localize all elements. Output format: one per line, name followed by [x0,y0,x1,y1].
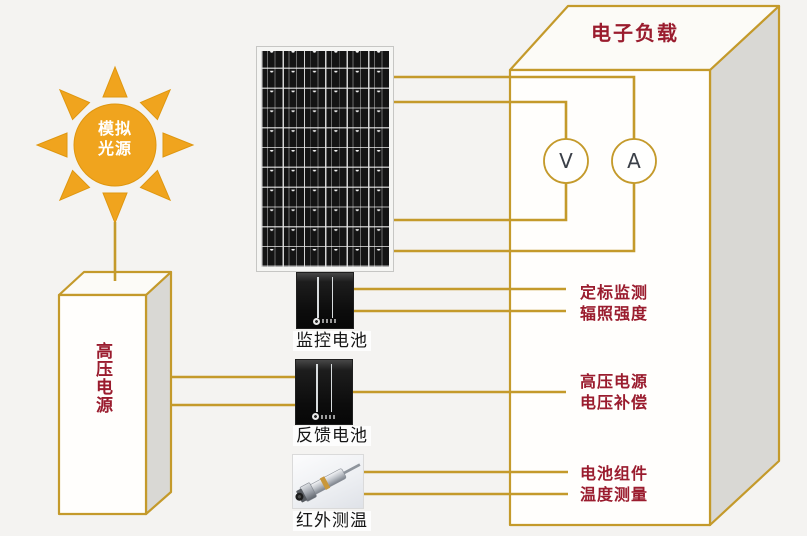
annotation-line: 电压补偿 [579,393,648,412]
annotation-calibration: 定标监测 辐照强度 [577,282,651,324]
electronic-load-label: 电子负载 [591,21,679,45]
cell-logo [313,317,337,325]
annotation-line: 电池组件 [579,464,648,483]
cell-busbar [317,276,319,318]
ammeter-letter: A [627,149,641,173]
ir-thermometer-caption: 红外测温 [293,511,371,531]
wire-panel-to-ammeter [392,75,636,139]
ir-sensor-icon [295,463,361,503]
annotation-line: 高压电源 [579,372,648,391]
voltmeter-letter: V [559,149,573,173]
wire-voltmeter-to-panel [392,183,568,222]
cell-logo [312,413,336,421]
ir-thermometer-photo [292,454,364,509]
electronic-load-box [508,4,781,527]
light-source-line2: 光源 [97,139,132,158]
annotation-line: 温度测量 [579,485,648,504]
light-source-label: 模拟 光源 [85,119,145,159]
annotation-line: 定标监测 [579,283,648,302]
solar-panel-cells [261,51,389,267]
annotation-line: 辐照强度 [579,304,648,323]
wire-panel-to-voltmeter [392,100,568,139]
feedback-cell-caption: 反馈电池 [293,426,371,446]
annotation-temperature: 电池组件 温度测量 [577,463,651,505]
voltmeter-circle [543,138,589,184]
cell-busbar [316,364,318,412]
solar-panel [256,46,394,272]
feedback-cell-photo [295,359,353,425]
annotation-hv-compensation: 高压电源 电压补偿 [577,371,651,413]
hv-supply-label: 高压电源 [92,342,112,414]
light-source-line1: 模拟 [97,119,132,138]
cell-busbar [330,364,333,412]
ammeter-circle [611,138,657,184]
wire-ammeter-to-panel [392,183,636,253]
monitor-cell-photo [296,272,354,329]
hv-supply-box [57,270,173,516]
cell-busbar [331,276,334,318]
monitor-cell-caption: 监控电池 [293,331,371,351]
sun-icon [35,65,195,225]
